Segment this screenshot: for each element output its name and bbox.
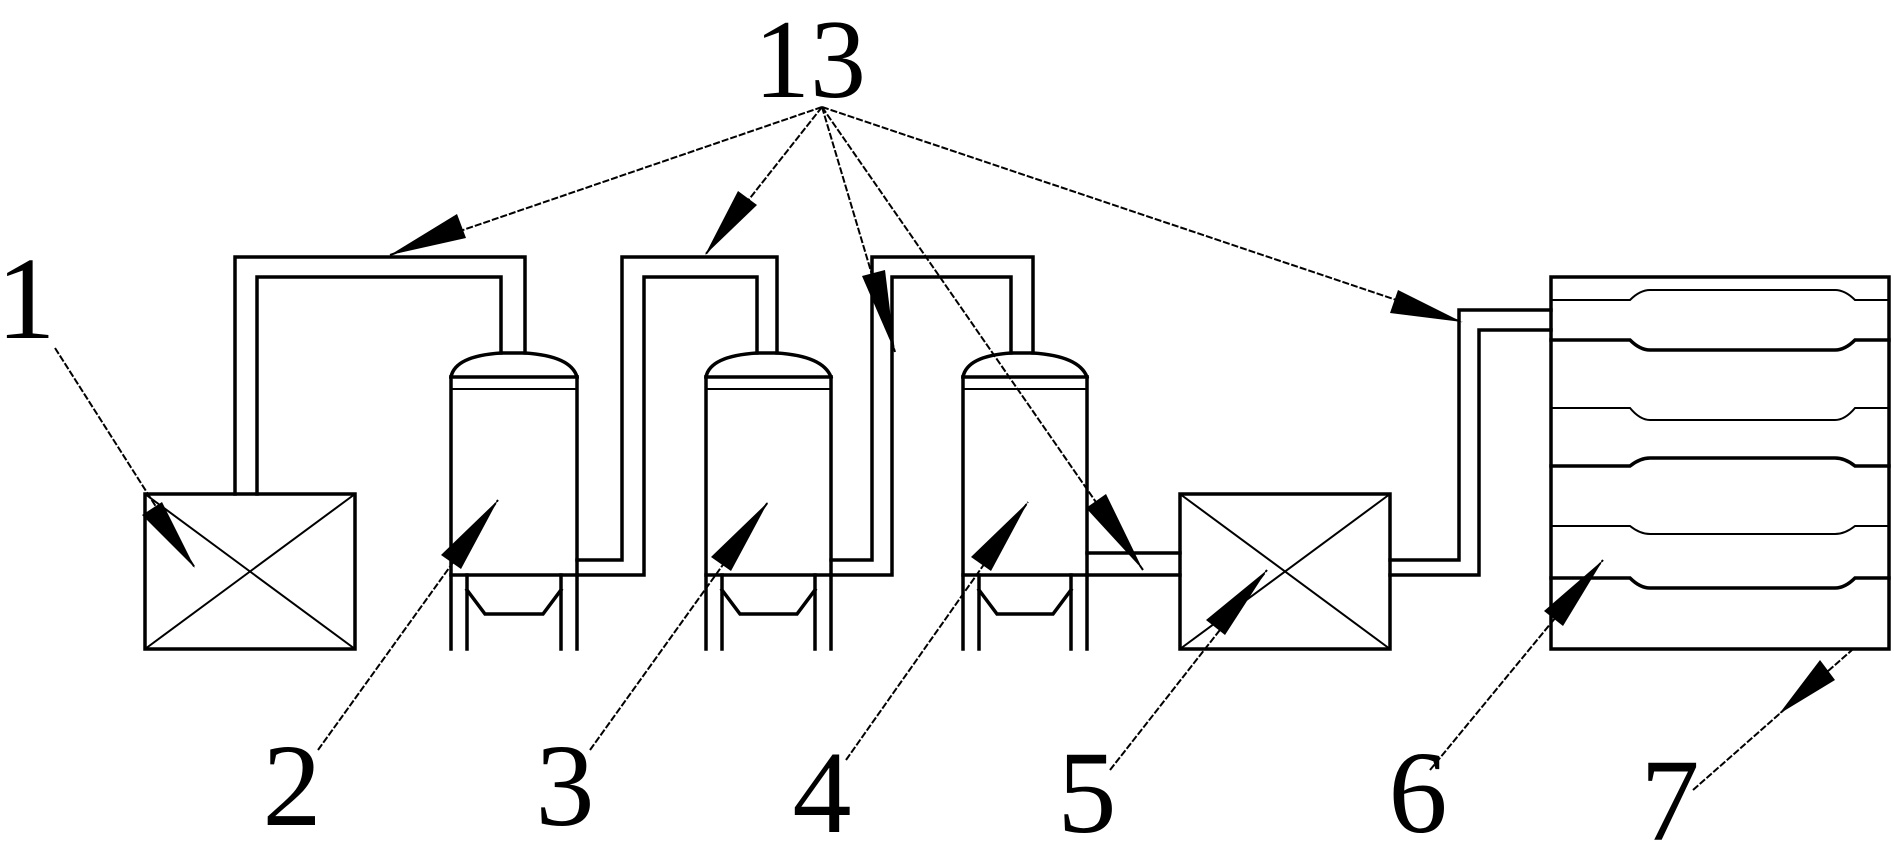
arrowhead-4	[971, 502, 1028, 571]
arrowhead-13-c	[862, 270, 895, 352]
label-4: 4	[793, 727, 852, 847]
number-labels: 13 1 2 3 4 5 6 7	[0, 0, 1700, 852]
label-5: 5	[1058, 727, 1117, 847]
label-3: 3	[536, 720, 595, 847]
label-7: 7	[1641, 735, 1700, 847]
arrowhead-3	[711, 502, 768, 571]
arrowhead-13-e	[1390, 290, 1462, 322]
label-1: 1	[0, 233, 56, 364]
component-5-box	[1178, 492, 1392, 651]
pipe-2-to-3	[575, 255, 779, 577]
pipe-3-to-4	[829, 255, 1035, 577]
arrowhead-13-d	[1086, 494, 1143, 570]
tank-2	[448, 351, 580, 651]
arrowhead-13-b	[705, 191, 757, 255]
arrowhead-2	[441, 500, 498, 569]
arrowhead-6	[1544, 560, 1603, 626]
arrowhead-1	[142, 502, 195, 568]
leader-lines	[54, 106, 1853, 791]
leader-13-e	[821, 106, 1463, 323]
component-1-box	[143, 492, 357, 651]
component-7-rack	[1549, 275, 1891, 651]
label-2: 2	[263, 720, 322, 847]
arrowhead-13-a	[390, 214, 466, 255]
leader-13-d	[821, 106, 1144, 571]
pipe-1-to-2	[233, 255, 527, 496]
pipe-5-to-7	[1388, 308, 1553, 577]
tank-3	[703, 351, 834, 651]
label-6: 6	[1389, 727, 1448, 847]
arrowhead-5	[1206, 570, 1267, 635]
arrowhead-7	[1779, 660, 1835, 714]
label-13: 13	[754, 0, 866, 122]
tank-4	[960, 351, 1090, 651]
